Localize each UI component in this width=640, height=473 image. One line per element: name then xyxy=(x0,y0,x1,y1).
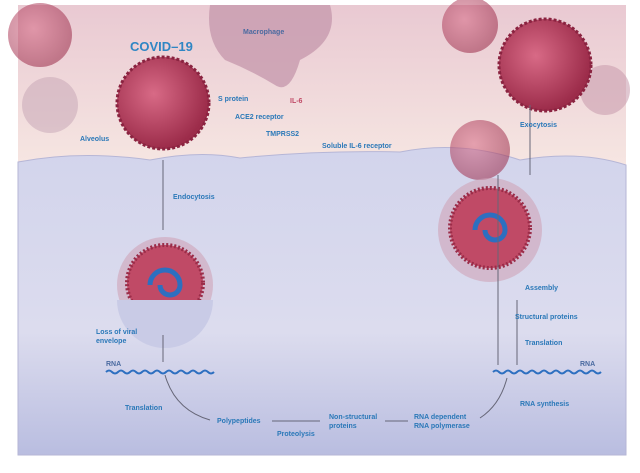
nsp-line1: Non-structural xyxy=(329,414,378,421)
assembly-label: Assembly xyxy=(525,285,559,292)
endocytosis-label: Endocytosis xyxy=(173,194,215,201)
nsp-line2: proteins xyxy=(329,423,357,430)
ace2-label: ACE2 receptor xyxy=(235,114,284,121)
macrophage xyxy=(209,5,332,88)
rdrp-line2: RNA polymerase xyxy=(414,423,470,430)
exocytosed-virion xyxy=(497,17,593,113)
translation-left-label: Translation xyxy=(125,405,163,412)
soluble-il6-label: Soluble IL-6 receptor xyxy=(322,143,392,150)
loss-envelope-line1: Loss of viral xyxy=(96,329,138,336)
rdrp-line1: RNA dependent xyxy=(414,414,467,421)
rna-strands xyxy=(105,369,602,375)
endosome-left xyxy=(117,237,213,348)
diagram-title: COVID–19 xyxy=(130,39,193,54)
non-structural-label: Non-structural proteins xyxy=(329,413,377,431)
alveolus-label: Alveolus xyxy=(80,136,110,143)
s-protein-label: S protein xyxy=(218,96,249,103)
proteolysis-label: Proteolysis xyxy=(277,431,315,438)
exocytosis-label: Exocytosis xyxy=(520,122,557,129)
rna-right-label: RNA xyxy=(580,361,596,368)
structural-proteins-label: Structural proteins xyxy=(515,314,578,321)
covid-virion xyxy=(115,55,211,151)
loss-envelope-label: Loss of viral envelope xyxy=(96,328,137,346)
tmprss2-label: TMPRSS2 xyxy=(266,131,300,138)
il6-label: IL-6 xyxy=(290,98,303,105)
background-viruses xyxy=(8,0,630,180)
rna-left-label: RNA xyxy=(106,361,122,368)
translation-right-label: Translation xyxy=(525,340,563,347)
arrows xyxy=(162,105,531,422)
rna-synthesis-label: RNA synthesis xyxy=(520,401,570,408)
macrophage-label: Macrophage xyxy=(243,29,285,36)
endosome-right xyxy=(438,178,542,282)
loss-envelope-line2: envelope xyxy=(96,338,127,345)
polypeptides-label: Polypeptides xyxy=(217,418,261,425)
